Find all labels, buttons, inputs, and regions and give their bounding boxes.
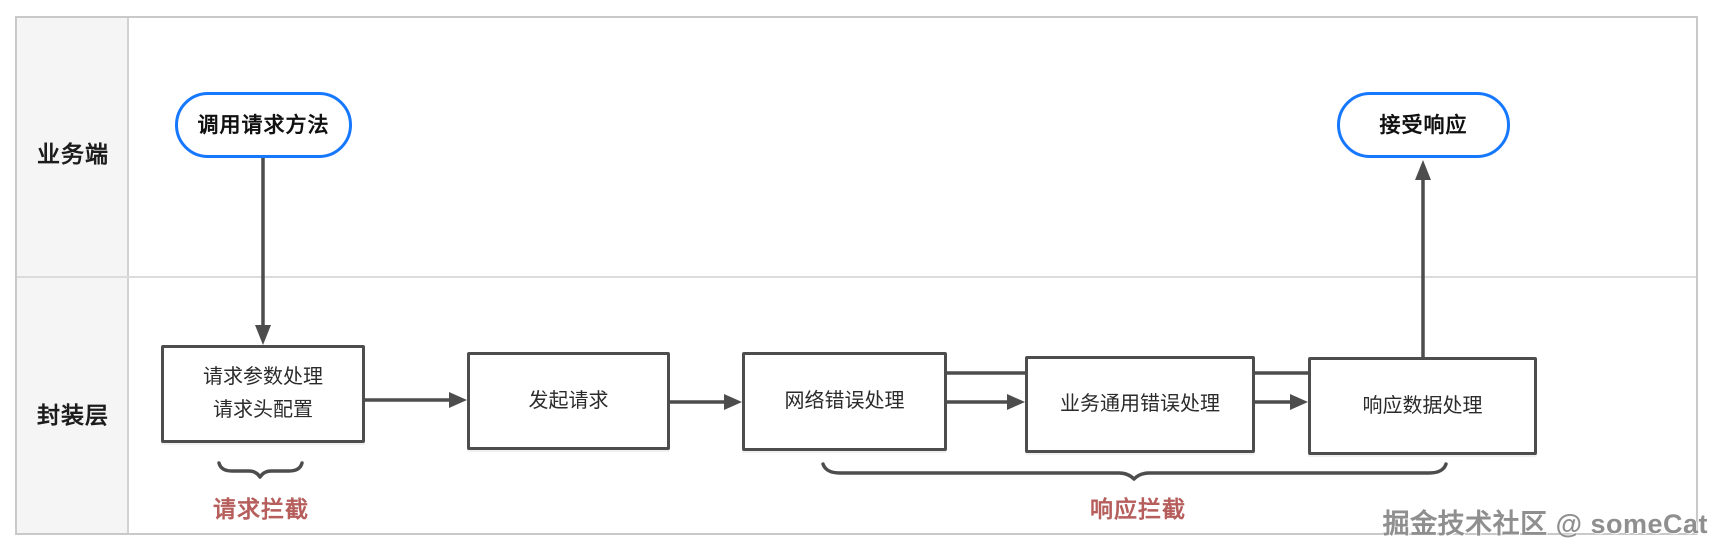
node-receive-response: 接受响应 <box>1337 92 1510 158</box>
response-intercept-label: 响应拦截 <box>1090 496 1186 522</box>
param-processing-line1: 请求参数处理 <box>203 366 323 388</box>
param-processing-line2: 请求头配置 <box>213 399 313 421</box>
lane-header-column <box>17 18 129 533</box>
request-intercept-label: 请求拦截 <box>213 496 309 522</box>
node-network-error-handling: 网络错误处理 <box>742 352 947 451</box>
node-response-data-processing: 响应数据处理 <box>1308 357 1537 455</box>
node-send-request: 发起请求 <box>467 352 670 450</box>
lane-label-encapsulation-layer: 封装层 <box>37 402 109 428</box>
watermark: 掘金技术社区 @ someCat <box>1382 509 1708 539</box>
node-call-request-method: 调用请求方法 <box>175 92 352 158</box>
node-request-param-processing: 请求参数处理 请求头配置 <box>161 345 365 443</box>
node-business-error-handling: 业务通用错误处理 <box>1025 356 1255 453</box>
lane-divider <box>17 276 1696 278</box>
lane-label-business-side: 业务端 <box>37 141 109 167</box>
